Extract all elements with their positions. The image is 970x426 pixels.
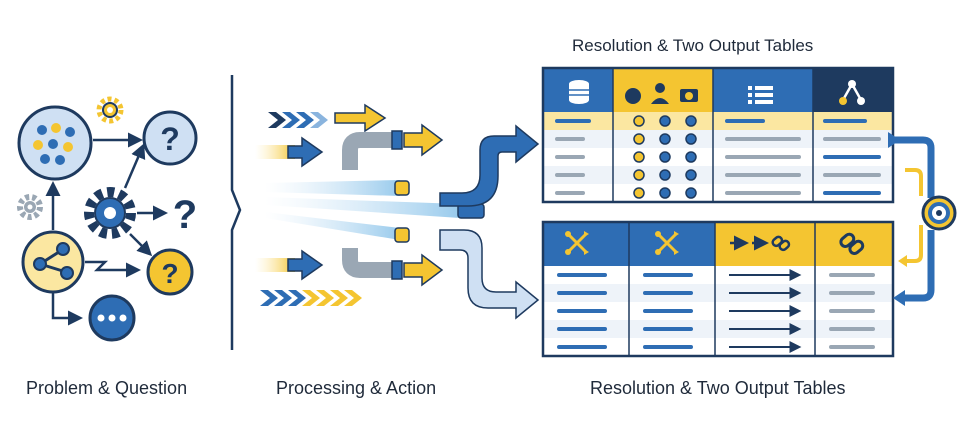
table1-cell-dot (659, 115, 671, 127)
table2-cell-bar (829, 291, 875, 295)
graph-node-icon (839, 80, 865, 105)
problem-section: ? ? ? (17, 96, 198, 342)
circle-person-camera-icon (625, 83, 698, 104)
table1-cell-bar (555, 119, 591, 123)
table1-cell-dot (685, 187, 697, 199)
table2-cell-bar (557, 273, 607, 277)
table1-cell-dot (633, 169, 645, 181)
table1-cell-dot (633, 151, 645, 163)
table1-border (541, 66, 895, 204)
table2-cell-bar (557, 309, 607, 313)
ellipsis-bubble-icon (88, 294, 136, 342)
table2-cell-bar (557, 291, 607, 295)
table1-row (543, 148, 893, 166)
table1-cell-bar (555, 173, 585, 177)
section-separator (230, 75, 242, 350)
table-connector-loop (888, 132, 957, 306)
table2-cell-bar (557, 327, 607, 331)
question-bubble-icon: ? (142, 110, 198, 166)
table1-cell-dot (659, 169, 671, 181)
table1-row (543, 184, 893, 202)
table1-cell-bar (823, 155, 881, 159)
table1-cell-bar (725, 155, 801, 159)
dot-cluster-icon (17, 105, 93, 181)
table2-cell-bar (829, 345, 875, 349)
shuffle-icon (655, 231, 679, 255)
table1-cell-dot (685, 169, 697, 181)
table2-row (543, 338, 893, 356)
table2-cell-bar (829, 273, 875, 277)
table1-cell-dot (685, 133, 697, 145)
processing-caption: Processing & Action (276, 378, 437, 398)
table1-cell-bar (823, 137, 881, 141)
chevron-row-top-icon (268, 112, 328, 128)
database-icon (569, 80, 589, 104)
processing-section (255, 103, 540, 320)
table1-cell-dot (633, 115, 645, 127)
resolution-caption-bottom: Resolution & Two Output Tables (590, 378, 846, 398)
table2-header-cell (629, 222, 715, 266)
table1-cell-bar (823, 191, 881, 195)
table1-cell-dot (659, 187, 671, 199)
output-table-top (541, 66, 895, 204)
table2-cell-bar (643, 345, 693, 349)
table1-cell-dot (659, 133, 671, 145)
table1-row (543, 166, 893, 184)
curve-arrow-top (439, 124, 540, 207)
link-icon (839, 232, 865, 255)
table1-cell-bar (725, 173, 801, 177)
table1-cell-bar (823, 119, 867, 123)
table1-cell-bar (823, 173, 881, 177)
table2-row (543, 320, 893, 338)
pipe-bottom-icon (342, 248, 444, 287)
table1-cell-bar (555, 137, 585, 141)
question-bubble-yellow-icon: ? (146, 248, 194, 296)
table2-cell-bar (643, 327, 693, 331)
blue-arrow-2 (287, 249, 324, 281)
table2-header-cell (543, 222, 629, 266)
small-gear-icon (96, 96, 124, 124)
pipe-top-icon (342, 123, 444, 170)
arrow-link-icon (730, 235, 791, 252)
table1-cell-dot (633, 187, 645, 199)
question-mark-top: ? (160, 121, 180, 157)
gray-gear-icon (17, 194, 43, 220)
table1-cell-dot (685, 151, 697, 163)
table1-header-cell (813, 68, 893, 112)
table2-cell-bar (557, 345, 607, 349)
network-node-icon (21, 230, 85, 294)
table1-cell-bar (725, 119, 765, 123)
shuffle-icon (565, 231, 589, 255)
table2-border (541, 220, 895, 358)
table1-cell-bar (725, 191, 801, 195)
table2-row (543, 302, 893, 320)
yellow-arrow-1 (334, 103, 387, 133)
list-icon (748, 86, 773, 104)
table1-cell-bar (725, 137, 801, 141)
table1-row (543, 112, 893, 130)
table1-cell-dot (659, 151, 671, 163)
problem-caption: Problem & Question (26, 378, 188, 398)
table2-cell-bar (829, 327, 875, 331)
curve-arrow-bottom (439, 229, 540, 320)
table1-cell-bar (555, 155, 585, 159)
table2-cell-bar (829, 309, 875, 313)
table1-row (543, 130, 893, 148)
table2-cell-bar (643, 309, 693, 313)
table1-cell-dot (685, 115, 697, 127)
question-mark-yellow: ? (161, 258, 178, 289)
resolution-title-top: Resolution & Two Output Tables (572, 36, 814, 55)
table2-row (543, 266, 893, 284)
table1-cell-dot (633, 133, 645, 145)
question-mark-plain: ? (173, 193, 197, 237)
blue-arrow-1 (287, 136, 324, 168)
chevron-row-bottom-icon (260, 290, 362, 306)
table2-row (543, 284, 893, 302)
table2-cell-bar (643, 273, 693, 277)
table1-cell-bar (555, 191, 585, 195)
table2-cell-bar (643, 291, 693, 295)
big-gear-icon (84, 187, 136, 239)
output-table-bottom (541, 220, 895, 358)
